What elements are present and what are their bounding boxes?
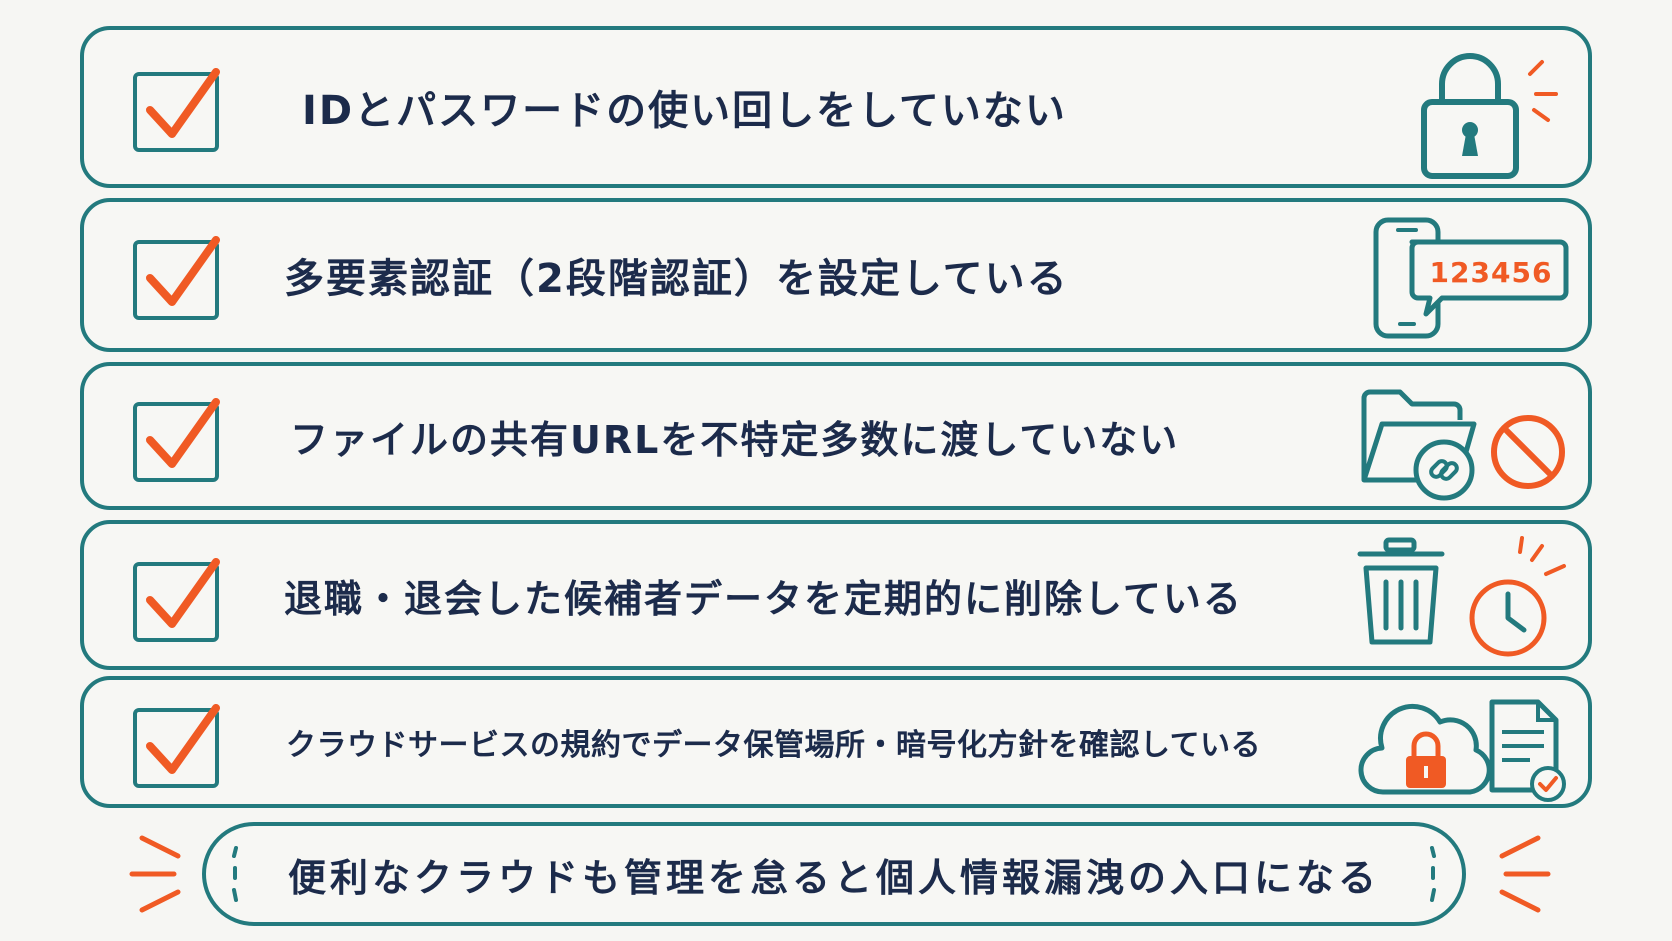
checklist-item-label: ファイルの共有URLを不特定多数に渡していない <box>290 417 1180 462</box>
checklist-item-label: クラウドサービスの規約でデータ保管場所・暗号化方針を確認している <box>286 728 1262 763</box>
checkbox-checked-icon <box>133 236 220 320</box>
checklist-item-label: 多要素認証（2段階認証）を設定している <box>284 256 1069 302</box>
folder-link-prohibited-icon <box>1361 389 1565 501</box>
footer-banner: 便利なクラウドも管理を怠ると個人情報漏洩の入口になる <box>202 822 1466 926</box>
checkbox-checked-icon <box>133 398 220 482</box>
padlock-icon <box>1421 53 1558 179</box>
checklist-item-2: 多要素認証（2段階認証）を設定している 123456 <box>80 198 1592 352</box>
checklist-item-1: IDとパスワードの使い回しをしていない <box>80 26 1592 188</box>
checklist-item-label: 退職・退会した候補者データを定期的に削除している <box>284 576 1243 621</box>
dots-decoration-right <box>1430 846 1436 902</box>
checkbox-checked-icon <box>133 558 220 642</box>
dots-decoration-left <box>232 846 238 902</box>
trash-clock-icon <box>1357 536 1566 657</box>
checklist-item-3: ファイルの共有URLを不特定多数に渡していない <box>80 362 1592 510</box>
checkbox-checked-icon <box>133 704 220 788</box>
cloud-lock-document-icon <box>1358 699 1566 802</box>
checklist-item-4: 退職・退会した候補者データを定期的に削除している <box>80 520 1592 670</box>
phone-code-icon: 123456 <box>1370 216 1570 340</box>
checklist-item-label: IDとパスワードの使い回しをしていない <box>302 88 1067 134</box>
footer-message: 便利なクラウドも管理を怠ると個人情報漏洩の入口になる <box>287 855 1380 900</box>
verification-code: 123456 <box>1429 255 1553 289</box>
emphasis-lines-left-icon <box>129 835 181 913</box>
emphasis-lines-right-icon <box>1499 835 1551 913</box>
checklist-item-5: クラウドサービスの規約でデータ保管場所・暗号化方針を確認している <box>80 676 1592 808</box>
checkbox-checked-icon <box>133 68 220 152</box>
